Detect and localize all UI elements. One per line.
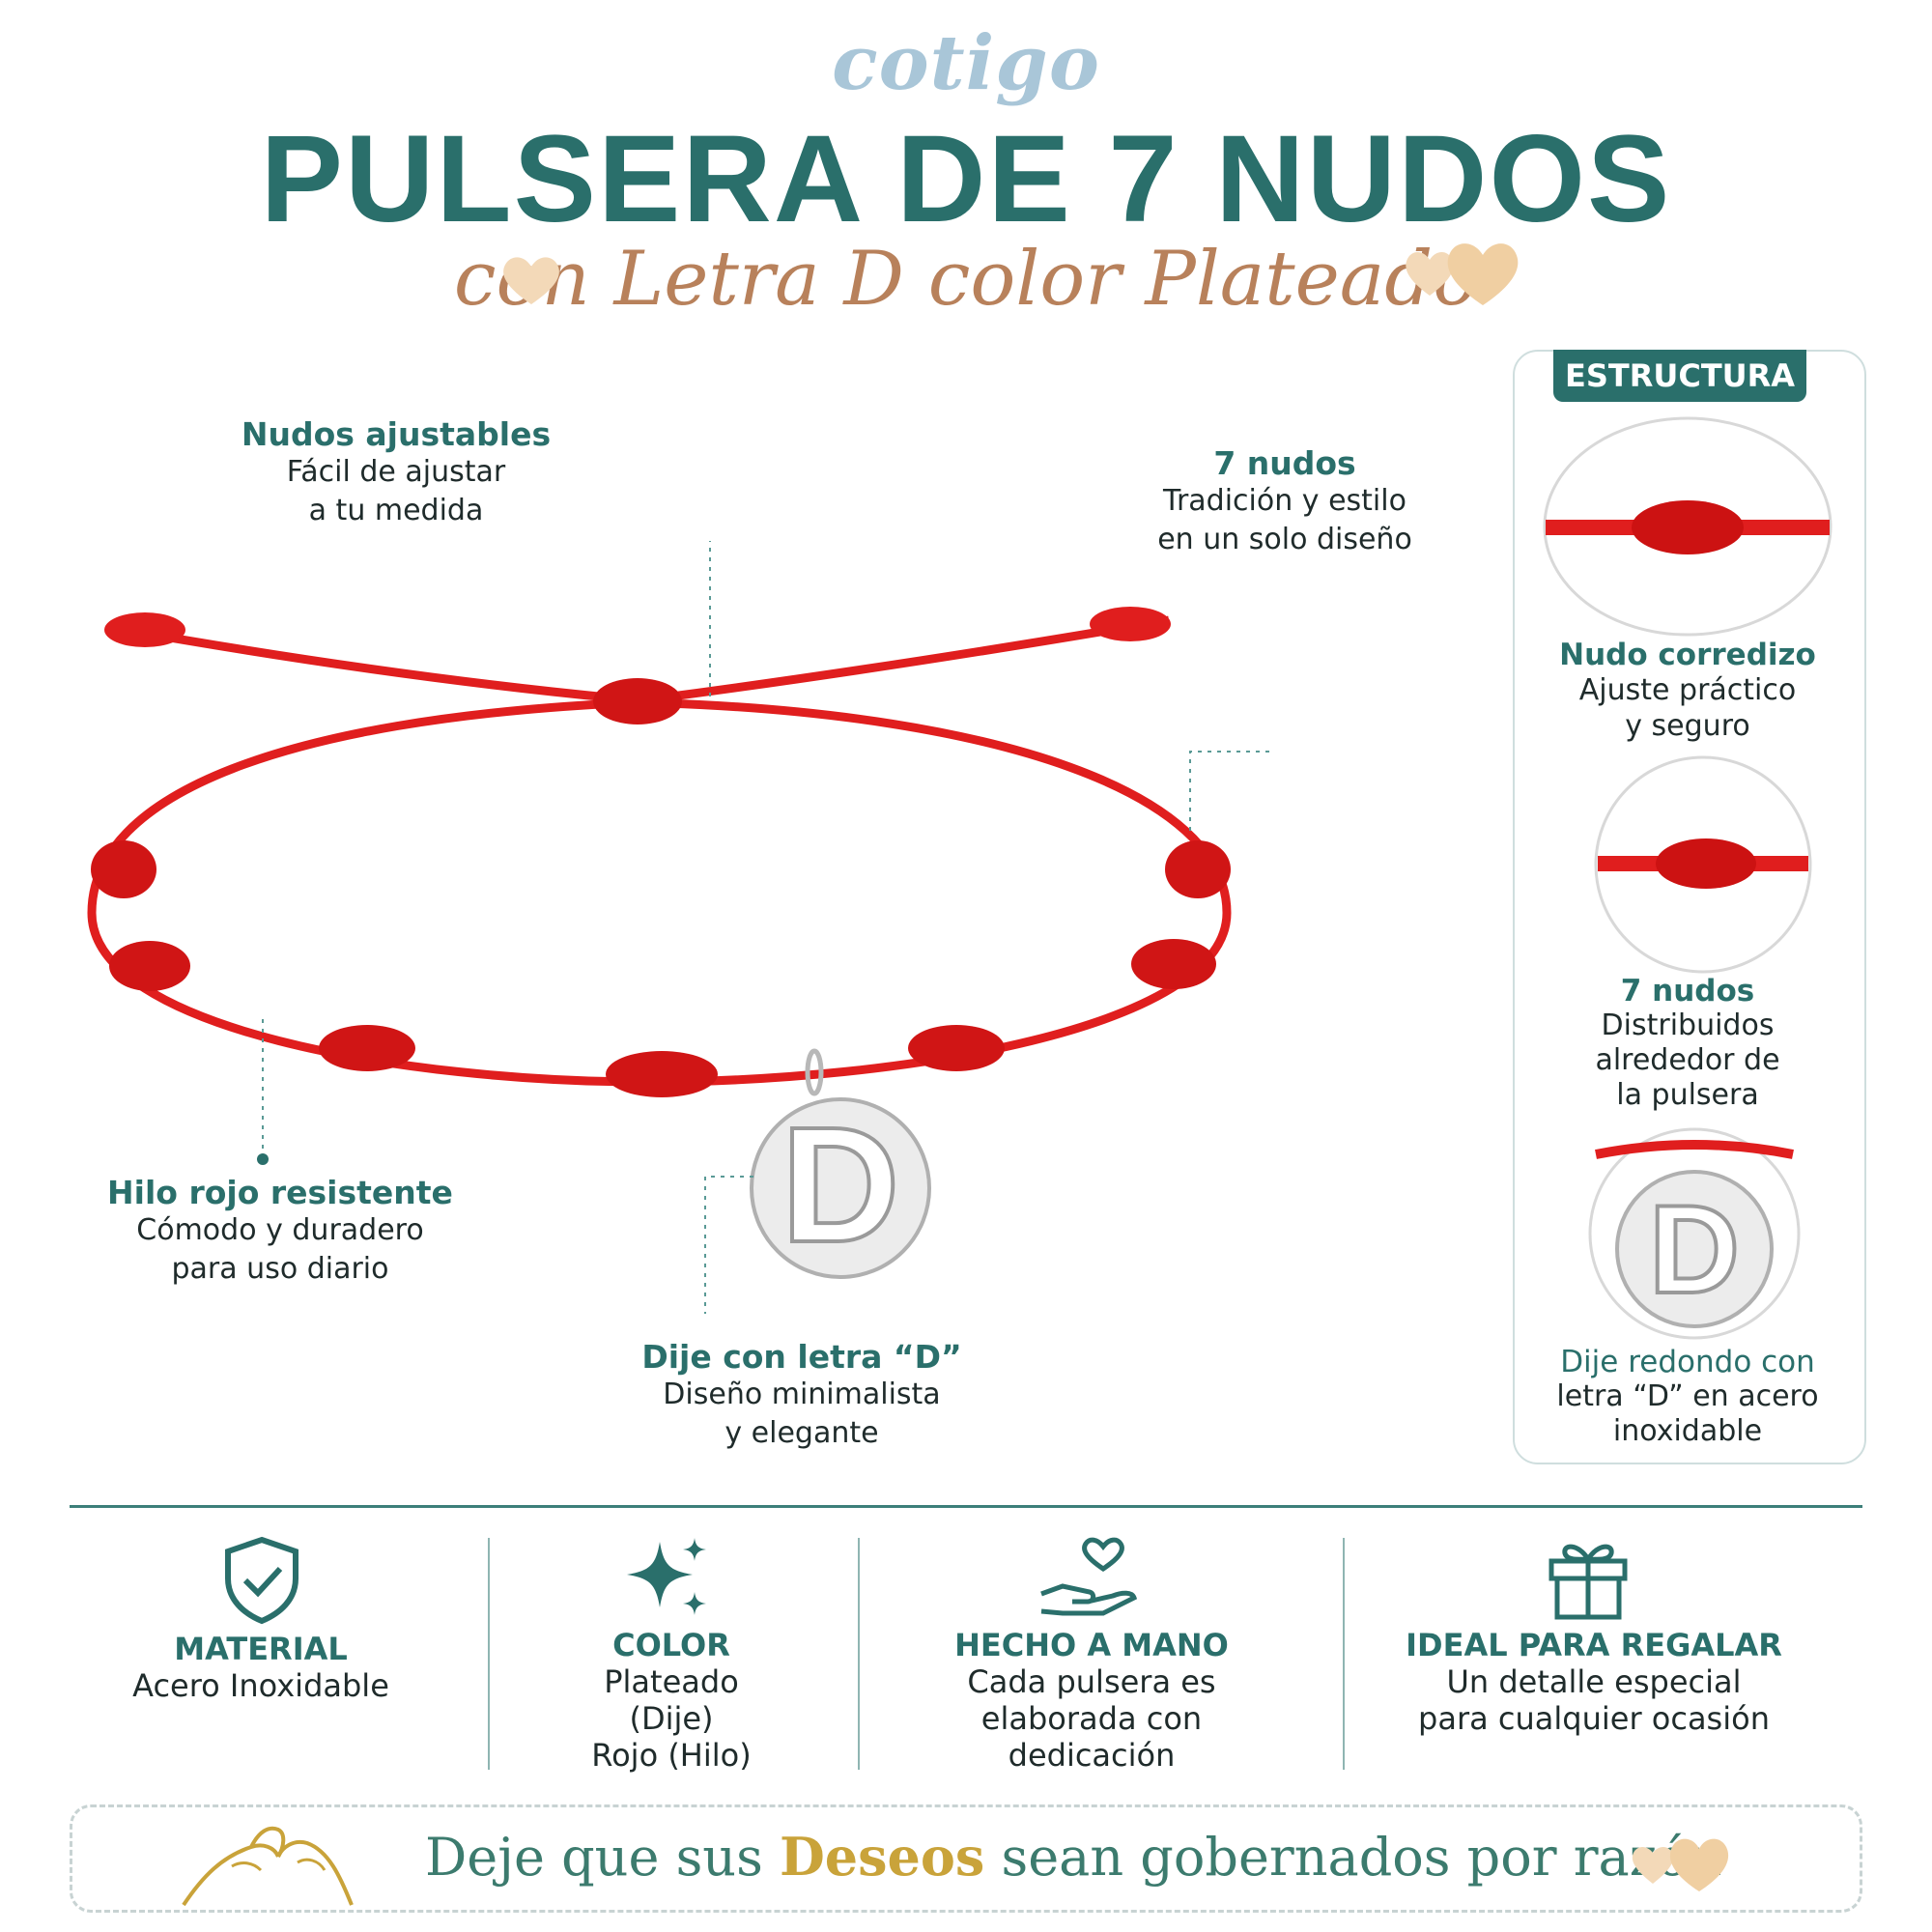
- feature-title: MATERIAL: [174, 1631, 348, 1667]
- charm-closeup: [1588, 1127, 1801, 1340]
- callout-line: Tradición y estilo: [1163, 484, 1406, 518]
- feature-line: Un detalle especial: [1446, 1663, 1742, 1700]
- sliding-knot: [593, 678, 682, 724]
- brand-logo: cotigo: [0, 19, 1932, 107]
- structure-item-title: Nudo corredizo: [1559, 638, 1816, 672]
- callout-line: para uso diario: [171, 1252, 389, 1286]
- knot: [319, 1025, 415, 1071]
- knot: [109, 941, 190, 991]
- charm-disc: [750, 1097, 931, 1279]
- callout-charm: Dije con letra “D” Diseño minimalista y …: [628, 1338, 976, 1453]
- callout-line: Diseño minimalista: [663, 1378, 941, 1411]
- feature-title: COLOR: [612, 1627, 730, 1663]
- quote-banner: [70, 1804, 1862, 1913]
- pinky-promise-hands-icon: [182, 1826, 354, 1907]
- charm-closeup-letter: D: [1647, 1177, 1742, 1321]
- charm-letter: D: [780, 1092, 902, 1279]
- cord-end-knot: [104, 612, 185, 647]
- hearts-banner-icon: [1632, 1838, 1729, 1891]
- structure-item-line: letra “D” en acero: [1556, 1379, 1819, 1413]
- quote-part: sean gobernados por razón: [984, 1827, 1722, 1888]
- callout-title: 7 nudos: [1213, 444, 1356, 482]
- structure-item-line: inoxidable: [1612, 1414, 1763, 1448]
- knot: [606, 1051, 718, 1097]
- knot-closeup: [1594, 755, 1812, 974]
- callout-line: en un solo diseño: [1157, 523, 1412, 556]
- callout-thread: Hilo rojo resistente Cómodo y duradero p…: [106, 1174, 454, 1289]
- callout-line: y elegante: [724, 1416, 879, 1450]
- feature-line: Acero Inoxidable: [132, 1667, 389, 1704]
- callout-line: a tu medida: [308, 494, 484, 527]
- structure-item-title: Dije redondo con: [1560, 1345, 1815, 1379]
- callout-adjustable: Nudos ajustables Fácil de ajustar a tu m…: [222, 415, 570, 530]
- knot: [908, 1025, 1005, 1071]
- cord-end-knot: [1090, 607, 1171, 641]
- knot: [1165, 840, 1231, 898]
- feature-line: Cada pulsera es: [967, 1663, 1216, 1700]
- callout-line: Fácil de ajustar: [286, 455, 506, 489]
- quote-text: Deje que sus Deseos sean gobernados por …: [425, 1826, 1721, 1888]
- page-subtitle: con Letra D color Plateado: [0, 236, 1932, 323]
- knot: [91, 840, 156, 898]
- hand-heart-icon: [1040, 1537, 1138, 1616]
- structure-item-line: alrededor de: [1595, 1043, 1780, 1077]
- sparkle-icon: [627, 1538, 706, 1615]
- feature-line: para cualquier ocasión: [1418, 1700, 1770, 1737]
- callout-title: Nudos ajustables: [241, 415, 552, 453]
- structure-item-title: 7 nudos: [1620, 974, 1755, 1009]
- jump-ring: [805, 1048, 824, 1096]
- structure-tab: ESTRUCTURA: [1553, 350, 1806, 402]
- feature-line: (Dije): [629, 1700, 714, 1737]
- knot: [1131, 939, 1216, 989]
- callout-title: Dije con letra “D”: [641, 1338, 962, 1376]
- structure-item-line: la pulsera: [1616, 1078, 1759, 1112]
- section-divider: [70, 1505, 1862, 1508]
- quote-part: Deje que sus: [425, 1827, 780, 1888]
- hearts-right-icon: [1406, 243, 1519, 305]
- heart-left-icon: [503, 257, 559, 304]
- structure-item-line: Ajuste práctico: [1578, 673, 1797, 707]
- feature-separator: [488, 1538, 490, 1770]
- structure-item: 7 nudos Distribuidos alrededor de la pul…: [1526, 974, 1849, 1113]
- quote-highlight: Deseos: [779, 1826, 985, 1888]
- gift-icon: [1548, 1544, 1628, 1620]
- feature-title: IDEAL PARA REGALAR: [1406, 1627, 1782, 1663]
- feature-color: COLOR Plateado (Dije) Rojo (Hilo): [522, 1627, 821, 1774]
- feature-material: MATERIAL Acero Inoxidable: [77, 1631, 444, 1704]
- bracelet-illustration: [87, 541, 1275, 1314]
- structure-item-line: Distribuidos: [1601, 1009, 1775, 1042]
- feature-title: HECHO A MANO: [954, 1627, 1229, 1663]
- feature-separator: [1343, 1538, 1345, 1770]
- callout-title: Hilo rojo resistente: [107, 1174, 453, 1211]
- page-title: PULSERA DE 7 NUDOS: [260, 110, 1672, 248]
- feature-line: elaborada con: [980, 1700, 1203, 1737]
- feature-line: dedicación: [1008, 1737, 1176, 1774]
- structure-item: Dije redondo con letra “D” en acero inox…: [1526, 1345, 1849, 1449]
- feature-handmade: HECHO A MANO Cada pulsera es elaborada c…: [889, 1627, 1294, 1774]
- brand-name: cotigo: [832, 19, 1100, 107]
- feature-separator: [858, 1538, 860, 1770]
- feature-line: Rojo (Hilo): [591, 1737, 752, 1774]
- feature-line: Plateado: [604, 1663, 739, 1700]
- feature-gift: IDEAL PARA REGALAR Un detalle especial p…: [1372, 1627, 1816, 1737]
- callout-seven-knots: 7 nudos Tradición y estilo en un solo di…: [1121, 444, 1449, 559]
- subtitle-text: con Letra D color Plateado: [453, 236, 1479, 323]
- sliding-knot-closeup: [1543, 416, 1833, 637]
- structure-item-line: y seguro: [1625, 709, 1750, 743]
- structure-item: Nudo corredizo Ajuste práctico y seguro: [1526, 638, 1849, 744]
- callout-line: Cómodo y duradero: [136, 1213, 424, 1247]
- shield-check-icon: [225, 1536, 298, 1625]
